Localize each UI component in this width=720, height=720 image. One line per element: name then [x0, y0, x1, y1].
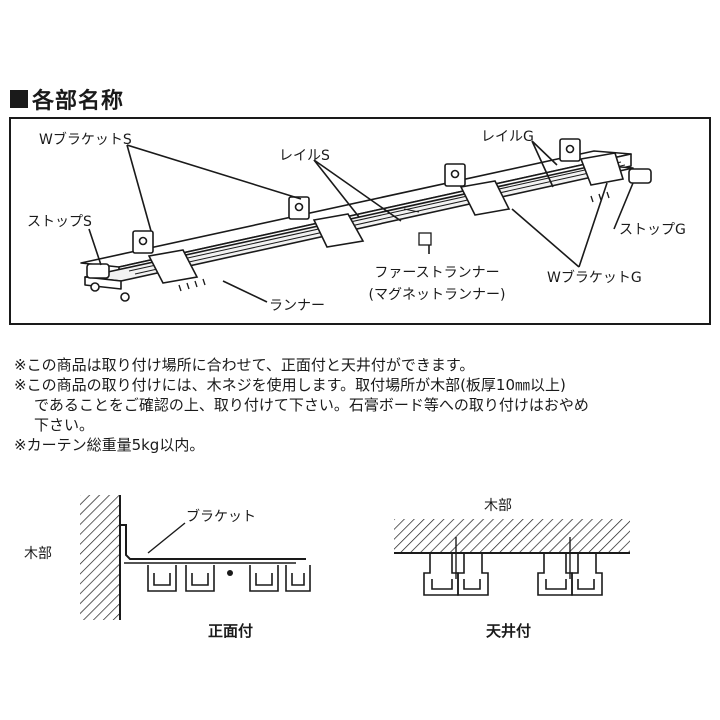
section-header: 各部名称	[10, 84, 124, 114]
label-w-bracket-s: WブラケットS	[39, 132, 132, 148]
front-mount-caption: 正面付	[208, 622, 254, 640]
ceiling-rail-profiles	[423, 553, 603, 596]
front-mount-illustration	[80, 495, 311, 620]
stop-g-part	[628, 168, 652, 184]
bracket-band	[579, 152, 625, 186]
stop-s-part	[86, 263, 110, 279]
ceiling-wood-hatch	[394, 519, 630, 553]
note-line: ※カーテン総重量5kg以内。	[14, 436, 205, 454]
ceiling-mount-illustration	[394, 519, 630, 596]
label-magnet-runner: (マグネットランナー)	[368, 287, 506, 303]
note-line: であることをご確認の上、取り付けて下さい。石膏ボード等への取り付けはおやめ	[34, 396, 589, 414]
front-mount-diagram: 木部 ブラケット 正面付	[20, 485, 330, 645]
label-stop-g: ストップG	[619, 222, 686, 238]
parts-diagram: WブラケットS レイルS レイルG ストップS ストップG ファーストランナー …	[9, 117, 711, 325]
section-title: 各部名称	[32, 89, 125, 114]
note-line: ※この商品は取り付け場所に合わせて、正面付と天井付ができます。	[14, 356, 475, 374]
header-square-icon	[10, 90, 28, 108]
bracket-band	[312, 213, 365, 248]
bracket-band	[459, 180, 511, 216]
rail-top-face	[80, 150, 632, 268]
bracket-leader	[147, 522, 186, 554]
label-rail-s: レイルS	[279, 148, 330, 164]
label-w-bracket-g: WブラケットG	[547, 270, 642, 286]
first-runner-part	[418, 232, 432, 246]
label-first-runner: ファーストランナー	[374, 265, 500, 281]
ceiling-mount-diagram: 木部 天井付	[394, 495, 634, 645]
label-rail-g: レイルG	[481, 129, 534, 145]
note-line: ※この商品の取り付けには、木ネジを使用します。取付場所が木部(板厚10㎜以上)	[14, 376, 566, 394]
note-line: 下さい。	[34, 416, 95, 434]
bracket-band	[147, 249, 199, 284]
rail-profiles	[147, 565, 311, 592]
ceiling-mount-caption: 天井付	[486, 622, 532, 640]
front-wood-label: 木部	[24, 546, 52, 562]
wall-wood-hatch	[80, 495, 120, 620]
rail-illustration	[80, 138, 652, 303]
bracket-label: ブラケット	[186, 509, 256, 525]
label-stop-s: ストップS	[27, 214, 92, 230]
ceiling-wood-label: 木部	[484, 498, 512, 514]
label-runner: ランナー	[269, 298, 325, 314]
bracket-profile	[120, 524, 306, 560]
notes: ※この商品は取り付け場所に合わせて、正面付と天井付ができます。 ※この商品の取り…	[14, 355, 714, 455]
